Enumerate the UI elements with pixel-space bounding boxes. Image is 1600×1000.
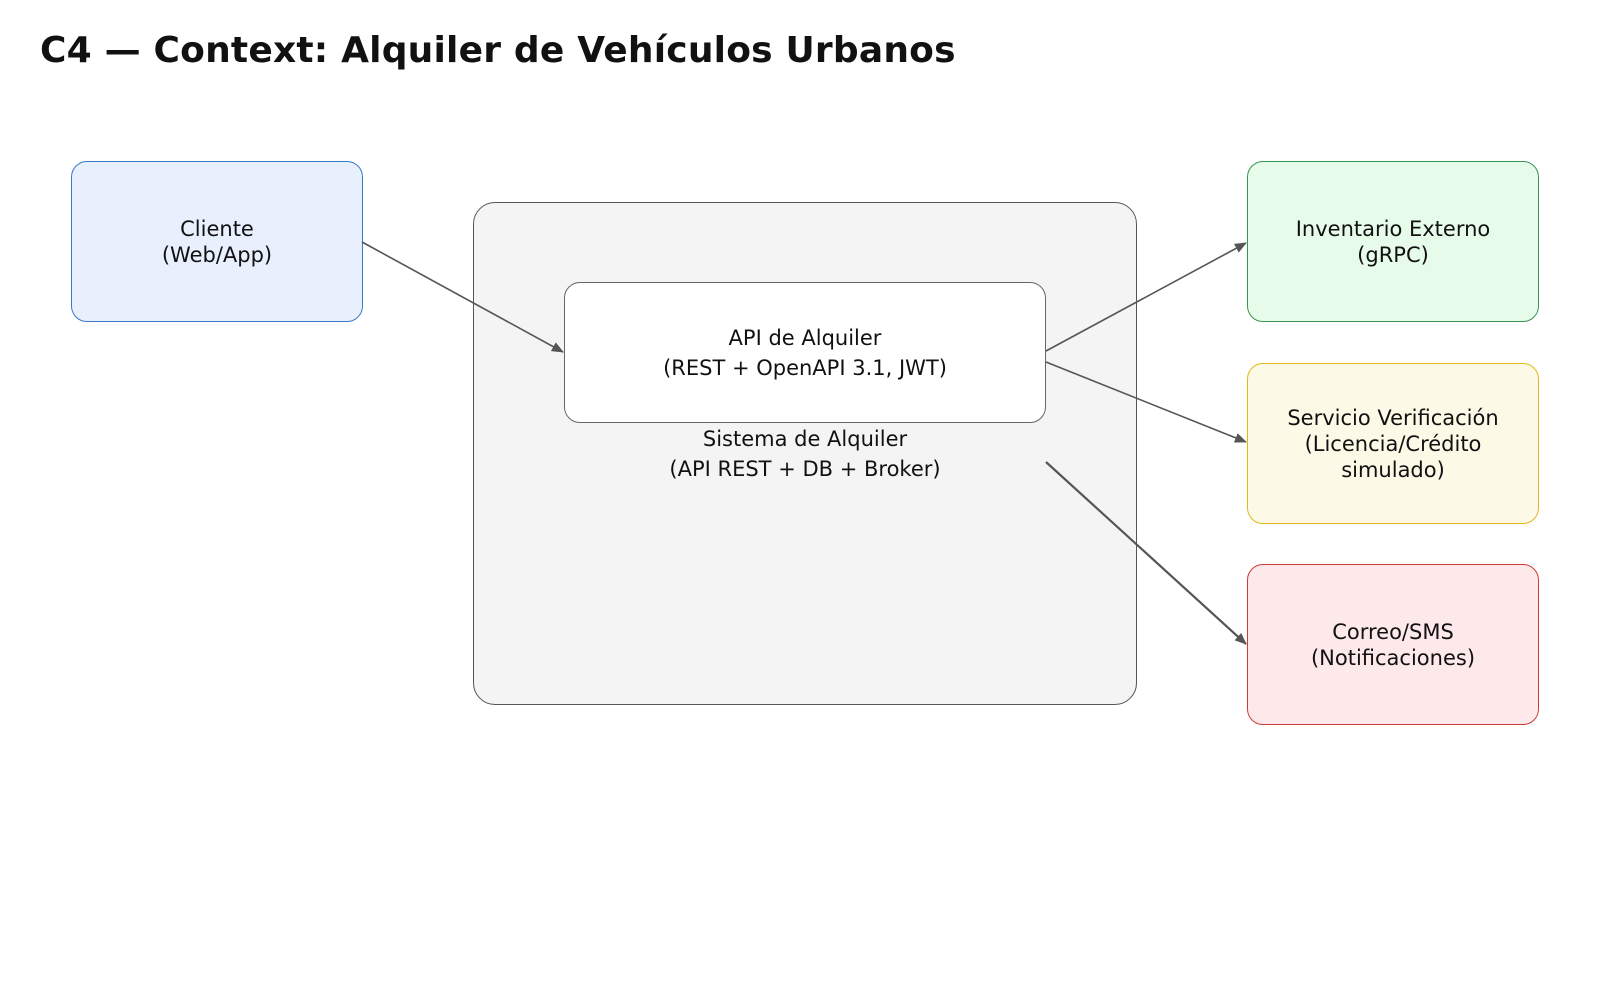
system-name: Sistema de Alquiler xyxy=(702,427,908,451)
cliente-node-name: Cliente xyxy=(180,216,254,241)
inventario-node-tech: (gRPC) xyxy=(1357,242,1429,267)
inventario-node-name: Inventario Externo xyxy=(1295,216,1491,241)
verificacion-node-tech: (Licencia/Crédito xyxy=(1304,431,1482,456)
notificaciones-node: Correo/SMS (Notificaciones) xyxy=(1247,564,1539,725)
notificaciones-node-tech: (Notificaciones) xyxy=(1310,645,1476,670)
notificaciones-node-name: Correo/SMS xyxy=(1332,619,1454,644)
api-node: API de Alquiler (REST + OpenAPI 3.1, JWT… xyxy=(564,282,1046,423)
verificacion-node-tech-cont: simulado) xyxy=(1341,457,1445,482)
verificacion-node-name: Servicio Verificación xyxy=(1287,405,1499,430)
system-tech: (API REST + DB + Broker) xyxy=(669,457,941,481)
cliente-node: Cliente (Web/App) xyxy=(71,161,363,322)
api-node-tech: (REST + OpenAPI 3.1, JWT) xyxy=(663,355,947,380)
inventario-node: Inventario Externo (gRPC) xyxy=(1247,161,1539,322)
verificacion-node: Servicio Verificación (Licencia/Crédito … xyxy=(1247,363,1539,524)
cliente-node-tech: (Web/App) xyxy=(161,242,273,267)
api-node-name: API de Alquiler xyxy=(728,325,882,350)
diagram-title: C4 — Context: Alquiler de Vehículos Urba… xyxy=(40,30,956,71)
system-boundary-label: Sistema de Alquiler (API REST + DB + Bro… xyxy=(473,424,1137,484)
